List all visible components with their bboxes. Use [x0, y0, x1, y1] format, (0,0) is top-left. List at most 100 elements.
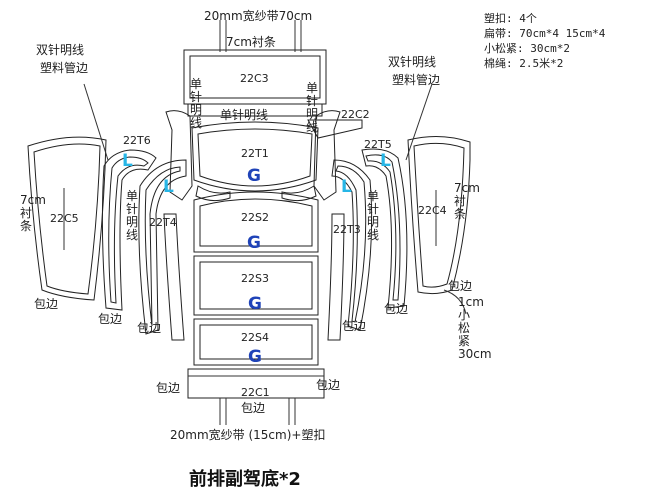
- panel-22t6: [101, 149, 157, 311]
- vertical-glyph: 条: [454, 207, 466, 221]
- panel-22s4: [193, 318, 319, 366]
- vertical-glyph: 松: [458, 321, 470, 335]
- right-inner-strip: [327, 213, 345, 341]
- vertical-glyph: 明: [306, 107, 318, 121]
- hem-label: 包边: [342, 319, 366, 333]
- panel-22s3: [193, 255, 319, 316]
- vertical-glyph: 单: [190, 77, 202, 91]
- vertical-glyph: 针: [306, 93, 318, 108]
- vertical-glyph: 针: [190, 89, 202, 104]
- mark-l: L: [341, 177, 352, 197]
- mark-g: G: [248, 347, 262, 367]
- top-lining-label: 7cm衬条: [226, 35, 276, 49]
- code-22c1: 22C1: [241, 386, 270, 399]
- hem-label: 包边: [137, 321, 161, 335]
- bottom-tape-label: 20mm宽纱带 (15cm)+塑扣: [170, 427, 325, 442]
- code-22t3: 22T3: [333, 223, 361, 236]
- right-callout-line1: 双针明线: [388, 54, 436, 69]
- mark-g: G: [248, 294, 262, 314]
- panel-22c4: [407, 136, 471, 295]
- code-22s3: 22S3: [241, 272, 269, 285]
- hem-label: 包边: [316, 378, 340, 392]
- vertical-stitch-left: 单针明线: [190, 77, 202, 130]
- vertical-glyph: 1cm: [458, 295, 484, 309]
- panel-22c2: [165, 110, 363, 202]
- vertical-glyph: 线: [190, 116, 202, 130]
- code-22t1: 22T1: [241, 147, 269, 160]
- hem-label: 包边: [98, 312, 122, 326]
- left-inner-strip: [163, 213, 185, 341]
- notes-block: 塑扣: 4个 扁带: 70cm*4 15cm*4 小松紧: 30cm*2 棉绳:…: [484, 11, 606, 70]
- left-callout-line2: 塑料管边: [40, 60, 88, 75]
- note-line: 扁带: 70cm*4 15cm*4: [484, 27, 606, 40]
- code-22c4: 22C4: [418, 204, 447, 217]
- vertical-glyph: 单: [306, 81, 318, 95]
- center-stitch-label: 单针明线: [220, 107, 268, 122]
- panel-22t3: [331, 159, 373, 331]
- note-line: 塑扣: 4个: [484, 11, 537, 25]
- mark-l: L: [380, 151, 391, 171]
- code-22c5: 22C5: [50, 212, 79, 225]
- panel-22s2: [193, 191, 319, 253]
- vertical-stitch-right: 单针明线: [306, 81, 318, 134]
- vertical-glyph: 7cm: [20, 193, 46, 207]
- vertical-glyph: 30cm: [458, 347, 492, 361]
- panel-22t4: [138, 159, 187, 335]
- panel-22c3: [183, 49, 327, 105]
- vertical-glyph: 线: [367, 228, 379, 242]
- vertical-glyph: 7cm: [454, 181, 480, 195]
- hem-label: 包边: [34, 297, 58, 311]
- vertical-glyph: 线: [306, 120, 318, 134]
- mark-l: L: [163, 177, 174, 197]
- panel-22c5: [27, 136, 107, 301]
- left-callout-line: [83, 83, 109, 161]
- code-22t4: 22T4: [149, 216, 177, 229]
- vertical-glyph: 单: [367, 189, 379, 203]
- bottom-strap: [219, 398, 296, 425]
- code-22t6: 22T6: [123, 134, 151, 147]
- hem-label: 包边: [156, 381, 180, 395]
- vertical-glyph: 单: [126, 189, 138, 203]
- code-22c3: 22C3: [240, 72, 269, 85]
- vertical-lining-right: 7cm衬条: [454, 181, 480, 221]
- vertical-lining-left: 7cm衬条: [20, 193, 46, 233]
- code-22t5: 22T5: [364, 138, 392, 151]
- left-callout-line1: 双针明线: [36, 42, 84, 57]
- code-22s4: 22S4: [241, 331, 269, 344]
- vertical-glyph: 小: [458, 308, 470, 322]
- vertical-glyph: 明: [367, 215, 379, 229]
- panel-22t5: [361, 148, 408, 309]
- note-line: 小松紧: 30cm*2: [484, 41, 570, 55]
- mark-g: G: [247, 166, 261, 186]
- diagram-title: 前排副驾底*2: [189, 468, 301, 490]
- note-line: 棉绳: 2.5米*2: [484, 56, 563, 70]
- hem-label: 包边: [384, 302, 408, 316]
- vertical-glyph: 衬: [454, 194, 466, 208]
- right-callout-line: [405, 83, 433, 161]
- top-strap: [219, 20, 302, 52]
- vertical-stitch-22t6: 单针明线: [126, 189, 138, 242]
- vertical-glyph: 明: [190, 103, 202, 117]
- hem-label: 包边: [241, 401, 265, 415]
- hem-label: 包边: [448, 279, 472, 293]
- code-22c2: 22C2: [341, 108, 370, 121]
- vertical-glyph: 线: [126, 228, 138, 242]
- vertical-glyph: 针: [367, 201, 379, 216]
- elastic-loop: [443, 289, 467, 315]
- vertical-glyph: 明: [126, 215, 138, 229]
- vertical-stitch-22t3: 单针明线: [367, 189, 379, 242]
- vertical-glyph: 条: [20, 219, 32, 233]
- vertical-glyph: 针: [126, 201, 138, 216]
- mark-l: L: [122, 151, 133, 171]
- panel-22c1: [187, 368, 325, 399]
- code-22s2: 22S2: [241, 211, 269, 224]
- mark-g: G: [247, 233, 261, 253]
- panel-22t1: [191, 121, 319, 192]
- top-tape-label: 20mm宽纱带70cm: [204, 8, 312, 23]
- vertical-glyph: 紧: [458, 334, 470, 348]
- vertical-glyph: 衬: [20, 206, 32, 220]
- right-callout-line2: 塑料管边: [392, 72, 440, 87]
